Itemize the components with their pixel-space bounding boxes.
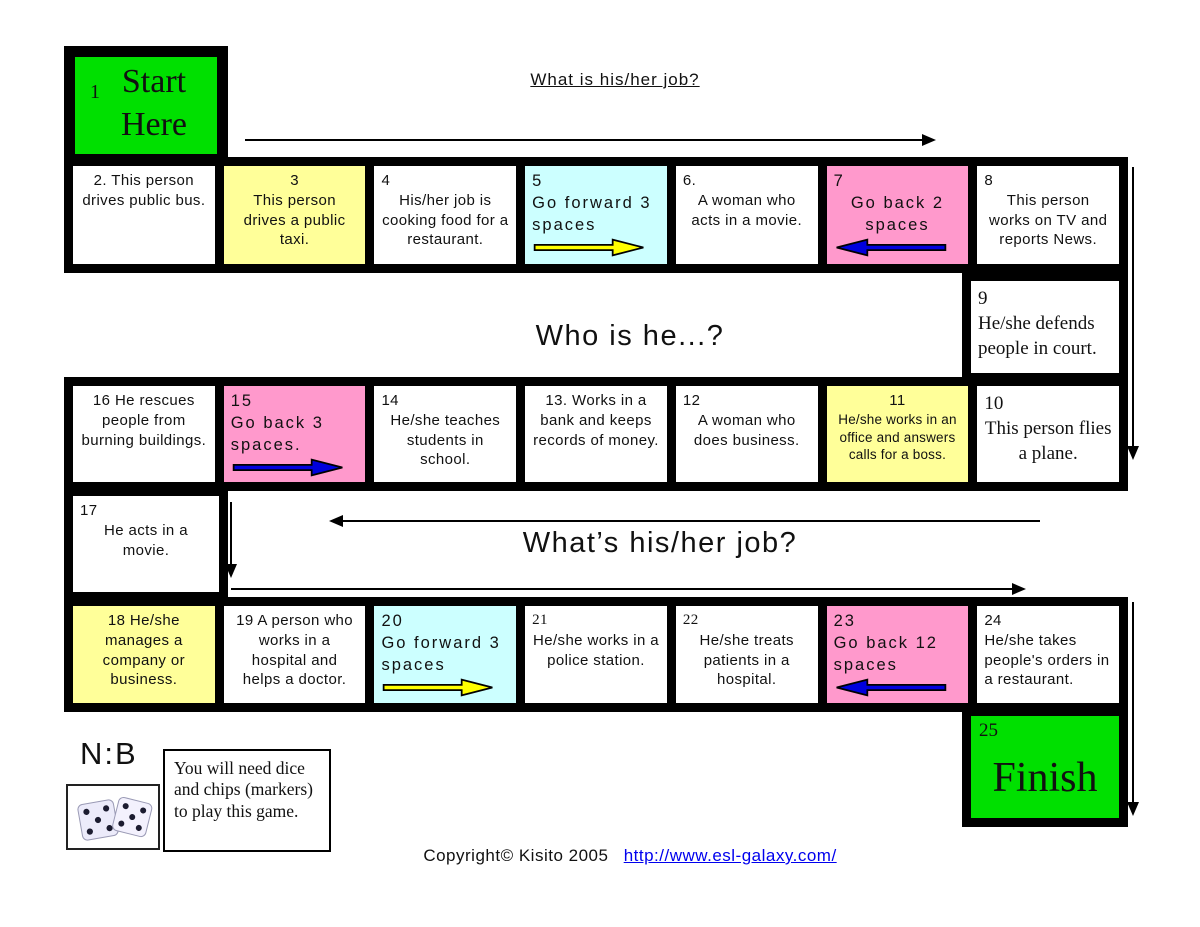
finish-label: Finish: [992, 755, 1098, 801]
board-cell-14: 14 He/she teaches students in school.: [374, 386, 517, 482]
board-cell-12: 12 A woman who does business.: [675, 386, 818, 482]
flow-arrow-down-icon: [1127, 602, 1139, 816]
board-cell-9: 9 He/she defends people in court.: [971, 281, 1119, 373]
board-cell-13: 13. Works in a bank and keeps records of…: [525, 386, 667, 482]
cell-number: 25: [979, 720, 998, 741]
flow-arrow-right-icon: [231, 583, 1026, 595]
dice-image: [66, 784, 160, 850]
start-label: Start Here: [120, 63, 188, 143]
board-cell-16: 16 He rescues people from burning buildi…: [73, 386, 215, 482]
cell-number: 1: [90, 81, 100, 103]
board-cell-15: 15 Go back 3 spaces.: [223, 386, 366, 482]
go-back-arrow-icon: [836, 678, 946, 697]
board-cell-17: 17 He acts in a movie.: [73, 496, 219, 592]
mid-question-title: Who is he...?: [535, 320, 725, 352]
board-cell-18: 18 He/she manages a company or business.: [73, 606, 215, 703]
flow-arrow-down-icon: [1127, 167, 1139, 460]
board-cell-24: 24 He/she takes people's orders in a res…: [977, 606, 1120, 703]
finish-cell: 25 Finish: [962, 707, 1128, 827]
board-cell-5: 5 Go forward 3 spaces: [525, 166, 667, 264]
board-cell-17-box: 17 He acts in a movie.: [64, 487, 228, 601]
copyright-text: Copyright© Kisito 2005: [423, 846, 609, 865]
copyright-line: Copyright© Kisito 2005 http://www.esl-ga…: [320, 846, 940, 866]
go-forward-arrow-icon: [383, 678, 494, 697]
board-row-bottom: 18 He/she manages a company or business.…: [64, 597, 1128, 712]
board-cell-2: 2. This person drives public bus.: [73, 166, 215, 264]
go-back-arrow-icon: [232, 458, 343, 477]
board-cell-22: 22 He/she treats patients in a hospital.: [675, 606, 818, 703]
board-row-top: 2. This person drives public bus. 3 This…: [64, 157, 1128, 273]
go-back-arrow-icon: [836, 238, 946, 257]
board-cell-11: 11 He/she works in an office and answers…: [826, 386, 969, 482]
board-cell-7: 7 Go back 2 spaces: [826, 166, 969, 264]
bottom-question-title: What’s his/her job?: [522, 527, 798, 559]
board-cell-9-box: 9 He/she defends people in court.: [962, 272, 1128, 382]
note-box: You will need dice and chips (markers) t…: [163, 749, 331, 852]
board-cell-4: 4 His/her job is cooking food for a rest…: [374, 166, 517, 264]
board-cell-10: 10 This person flies a plane.: [977, 386, 1120, 482]
flow-arrow-right-icon: [245, 134, 936, 146]
board-cell-19: 19 A person who works in a hospital and …: [223, 606, 366, 703]
flow-arrow-left-icon: [329, 515, 1040, 527]
board-row-middle: 16 He rescues people from burning buildi…: [64, 377, 1128, 491]
board-cell-6: 6. A woman who acts in a movie.: [675, 166, 818, 264]
board-cell-8: 8 This person works on TV and reports Ne…: [977, 166, 1120, 264]
board-cell-20: 20 Go forward 3 spaces: [374, 606, 517, 703]
start-cell: 1 Start Here: [64, 46, 228, 165]
board-cell-23: 23 Go back 12 spaces: [826, 606, 969, 703]
go-forward-arrow-icon: [533, 238, 644, 257]
top-question-title: What is his/her job?: [530, 70, 700, 89]
board-cell-21: 21 He/she works in a police station.: [525, 606, 667, 703]
flow-arrow-down-icon: [225, 502, 237, 578]
nb-label: N:B: [80, 736, 138, 771]
esl-galaxy-link[interactable]: http://www.esl-galaxy.com/: [623, 846, 837, 865]
board-cell-3: 3 This person drives a public taxi.: [223, 166, 366, 264]
